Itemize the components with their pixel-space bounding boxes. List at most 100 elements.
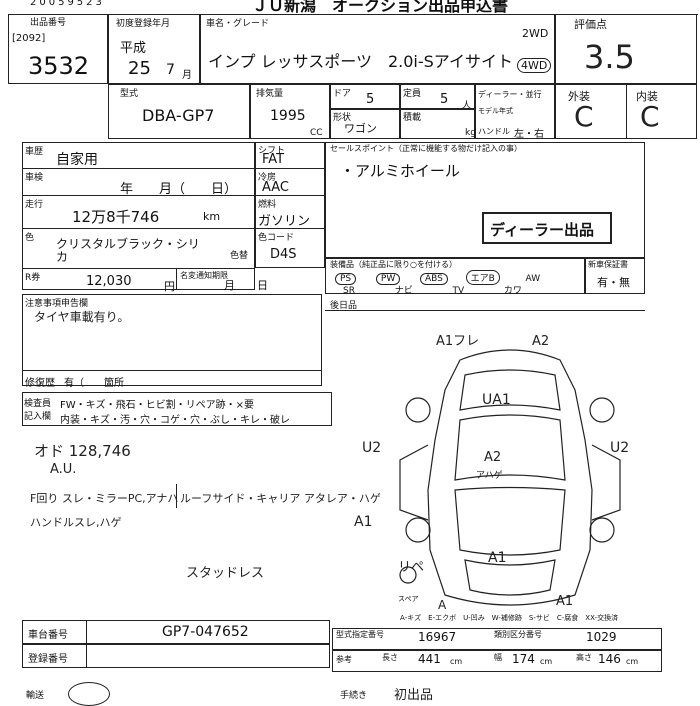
width-value: 174 bbox=[512, 652, 535, 666]
vehicle-name-label: 車名・グレード bbox=[206, 19, 270, 29]
interior-label: 内装 bbox=[636, 90, 658, 103]
shift-value: FAT bbox=[262, 152, 285, 167]
rear-seat-label: 後日品 bbox=[330, 301, 358, 311]
lot-box bbox=[8, 14, 108, 84]
mark-hood: UA1 bbox=[482, 392, 511, 408]
mark-front-right: A2 bbox=[532, 334, 550, 349]
recycle-label: R券 bbox=[25, 273, 41, 283]
height-unit: cm bbox=[626, 657, 639, 666]
dealer-label: ディーラー・並行 bbox=[478, 90, 542, 99]
inspector-label-1: 検査員 bbox=[24, 399, 52, 409]
equipment-bottom-row: SR ナビ TV カワ bbox=[343, 283, 522, 296]
equipment-top-row: PS PW ABS エアB AW bbox=[335, 270, 540, 285]
interior-grade: C bbox=[640, 100, 660, 133]
class-value: 1029 bbox=[586, 630, 617, 644]
usage-label: 車歴 bbox=[25, 147, 44, 157]
evaluation-score: 3.5 bbox=[584, 38, 635, 76]
doors-label: ドア bbox=[333, 89, 352, 99]
repair-label: 修復歴 bbox=[25, 378, 55, 389]
color-code-label: 色コード bbox=[258, 233, 295, 243]
car-damage-diagram bbox=[399, 349, 621, 606]
mark-rear-bottom-right: A1 bbox=[556, 594, 574, 609]
capacity-value: 5 bbox=[440, 92, 449, 107]
equip-sr: SR bbox=[343, 286, 355, 296]
damage-legend: A-キズ E-エクボ U-凹み W-補修跡 S-サビ C-腐食 XX-交換済 bbox=[400, 614, 619, 622]
load-unit: kg bbox=[465, 128, 476, 138]
type-label: 型式指定番号 bbox=[336, 630, 384, 639]
model-label: 型式 bbox=[120, 89, 139, 99]
chassis-value: GP7-047652 bbox=[162, 624, 249, 640]
ac-value: AAC bbox=[262, 180, 289, 195]
exterior-grade: C bbox=[574, 100, 594, 133]
spare-label: スペア bbox=[398, 595, 419, 603]
repair-value: 有（ 箇所 bbox=[64, 378, 124, 389]
odo-note: オド 128,746 bbox=[34, 442, 131, 460]
mark-front-left: A1フレ bbox=[436, 334, 480, 349]
au-note: A.U. bbox=[50, 462, 77, 477]
body-value: ワゴン bbox=[344, 122, 377, 135]
length-unit: cm bbox=[450, 657, 463, 666]
class-label: 類別区分番号 bbox=[494, 630, 542, 639]
length-value: 441 bbox=[418, 652, 441, 666]
name-change-value: 月 日 bbox=[224, 279, 268, 292]
front-note: F回り スレ・ミラーPC,アナハ bbox=[30, 492, 179, 505]
fuel-label: 燃料 bbox=[258, 200, 277, 210]
lot-small-code: [2092] bbox=[12, 33, 46, 44]
body-label: 形状 bbox=[333, 113, 352, 123]
registration-month-unit: 月 bbox=[182, 70, 192, 81]
height-label: 高さ bbox=[576, 653, 592, 662]
doors-value: 5 bbox=[366, 92, 375, 107]
color-code-value: D4S bbox=[270, 247, 297, 262]
inspection-label: 車検 bbox=[25, 173, 44, 183]
dealer-stamp-box bbox=[482, 212, 612, 244]
mark-roof-note: アハゲ bbox=[476, 471, 503, 481]
mileage-unit: km bbox=[203, 210, 221, 223]
mark-right-side: U2 bbox=[610, 440, 630, 456]
inspection-value: 年 月（ 日） bbox=[120, 182, 238, 197]
vehicle-name: インプ レッサスポーツ 2.0i-Sアイサイト bbox=[208, 52, 513, 71]
handle-value: 左・右 bbox=[514, 129, 544, 140]
chassis-label: 車台番号 bbox=[28, 630, 68, 641]
inspector-row-1: FW・キズ・飛石・ヒビ割・リペア跡・×要 bbox=[60, 400, 255, 411]
displacement-value: 1995 bbox=[270, 108, 306, 124]
mark-left-door: A1 bbox=[354, 514, 373, 530]
registration-era: 平成 bbox=[120, 41, 147, 56]
registration-label: 初度登録年月 bbox=[116, 19, 171, 29]
mileage-value: 12万8千746 bbox=[72, 208, 160, 226]
usage-value: 自家用 bbox=[56, 152, 98, 168]
lot-number: 3532 bbox=[28, 52, 90, 80]
height-value: 146 bbox=[598, 652, 621, 666]
mark-rear-left: リペ bbox=[398, 560, 425, 575]
sales-point: ・アルミホイール bbox=[340, 162, 460, 180]
type-value: 16967 bbox=[418, 630, 457, 644]
header-stamp: 20059523 bbox=[30, 0, 105, 8]
displacement-label: 排気量 bbox=[256, 89, 284, 99]
drive-4wd: 4WD bbox=[517, 58, 552, 73]
header-title: ＪＵ新潟 オークション出品申込書 bbox=[252, 0, 509, 15]
exterior-label: 外装 bbox=[568, 90, 590, 103]
drive-2wd: 2WD bbox=[522, 27, 549, 40]
equip-leather: カワ bbox=[503, 286, 522, 296]
lot-label: 出品番号 bbox=[30, 18, 67, 28]
color-value: クリスタルブラック・シリカ bbox=[56, 237, 200, 264]
mark-trunk: A1 bbox=[488, 550, 507, 566]
capacity-label: 定員 bbox=[403, 89, 422, 99]
length-label: 長さ bbox=[382, 653, 398, 662]
color-tone-label: 色替 bbox=[230, 251, 249, 261]
equip-tv: TV bbox=[452, 286, 465, 296]
width-unit: cm bbox=[540, 657, 553, 666]
recycle-value: 12,030 bbox=[86, 274, 132, 289]
notes-text: タイヤ車載有り。 bbox=[34, 310, 130, 324]
equip-navi: ナビ bbox=[394, 286, 413, 296]
handle-label: ハンドル bbox=[478, 127, 510, 136]
color-label: 色 bbox=[25, 233, 35, 243]
studless-note: スタッドレス bbox=[186, 566, 265, 581]
inspector-label-2: 記入欄 bbox=[24, 412, 52, 422]
footer-circle bbox=[68, 682, 110, 706]
load-label: 積載 bbox=[403, 113, 422, 123]
equipment-label: 装備品（純正品に限り○を付ける） bbox=[330, 260, 457, 269]
mark-rear-bottom-left: A bbox=[438, 598, 447, 612]
mark-roof: A2 bbox=[484, 450, 502, 465]
displacement-unit: CC bbox=[310, 128, 323, 138]
model-year-label: モデル年式 bbox=[478, 107, 513, 115]
